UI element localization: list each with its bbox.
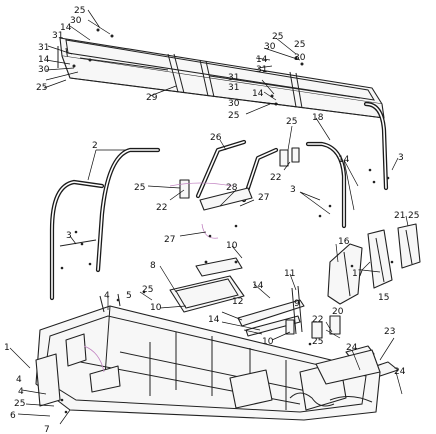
callout-25: 25 bbox=[286, 117, 297, 127]
callout-10: 10 bbox=[150, 303, 162, 313]
seat-brackets-right bbox=[327, 223, 421, 305]
callout-14: 14 bbox=[338, 155, 350, 165]
callout-22: 22 bbox=[270, 173, 281, 183]
callout-25: 25 bbox=[14, 399, 25, 409]
callout-15: 15 bbox=[378, 293, 389, 303]
seat-frame-8 bbox=[169, 257, 245, 313]
callout-2: 2 bbox=[92, 141, 98, 151]
callout-4: 4 bbox=[104, 291, 110, 301]
callout-3: 3 bbox=[290, 185, 296, 195]
callout-31: 31 bbox=[256, 65, 267, 75]
callout-25: 25 bbox=[294, 40, 305, 50]
callout-27: 27 bbox=[164, 235, 175, 245]
callout-23: 23 bbox=[384, 327, 395, 337]
side-rails bbox=[237, 285, 341, 339]
callout-14: 14 bbox=[60, 23, 72, 33]
callout-20: 20 bbox=[332, 307, 344, 317]
callout-1: 1 bbox=[4, 343, 10, 353]
callout-31: 31 bbox=[228, 83, 239, 93]
callout-30: 30 bbox=[70, 16, 82, 26]
callout-27: 27 bbox=[258, 193, 269, 203]
crossbar-26 bbox=[169, 139, 300, 239]
callout-7: 7 bbox=[44, 425, 50, 434]
callout-28: 28 bbox=[226, 183, 238, 193]
hardware bbox=[60, 168, 390, 414]
callout-3: 3 bbox=[398, 153, 404, 163]
leader-lines bbox=[9, 9, 409, 425]
callout-25: 25 bbox=[312, 337, 323, 347]
callout-4: 4 bbox=[16, 375, 22, 385]
callout-25: 25 bbox=[36, 83, 47, 93]
callout-14: 14 bbox=[38, 55, 50, 65]
callout-25: 25 bbox=[228, 111, 239, 121]
callout-25: 25 bbox=[272, 32, 283, 42]
callout-30: 30 bbox=[264, 42, 276, 52]
callout-21: 21 bbox=[394, 211, 405, 221]
callout-24: 24 bbox=[346, 343, 358, 353]
callout-14: 14 bbox=[208, 315, 220, 325]
callout-25: 25 bbox=[408, 211, 419, 221]
callout-12: 12 bbox=[232, 297, 243, 307]
callout-10: 10 bbox=[226, 241, 238, 251]
callout-4: 4 bbox=[18, 387, 24, 397]
roof-rack-frame bbox=[57, 28, 385, 119]
callout-31: 31 bbox=[52, 31, 63, 41]
callout-24: 24 bbox=[394, 367, 406, 377]
callout-10: 10 bbox=[262, 337, 274, 347]
callout-25: 25 bbox=[74, 6, 85, 16]
callout-3: 3 bbox=[66, 231, 72, 241]
callout-31: 31 bbox=[38, 43, 49, 53]
callout-14: 14 bbox=[252, 281, 264, 291]
callouts: 25 30 14 31 25 30 31 14 30 25 25 30 14 3… bbox=[4, 6, 419, 434]
callout-11: 11 bbox=[284, 269, 295, 279]
callout-6: 6 bbox=[10, 411, 16, 421]
callout-9: 9 bbox=[294, 299, 300, 309]
main-chassis bbox=[35, 293, 381, 421]
callout-14: 14 bbox=[256, 55, 268, 65]
roll-bar-right bbox=[305, 101, 389, 229]
callout-25: 25 bbox=[134, 183, 145, 193]
callout-30: 30 bbox=[228, 99, 240, 109]
callout-17: 17 bbox=[352, 269, 363, 279]
callout-26: 26 bbox=[210, 133, 222, 143]
callout-18: 18 bbox=[312, 113, 324, 123]
callout-16: 16 bbox=[338, 237, 350, 247]
callout-5: 5 bbox=[126, 291, 132, 301]
callout-25: 25 bbox=[142, 285, 153, 295]
callout-22: 22 bbox=[312, 315, 323, 325]
callout-30: 30 bbox=[294, 53, 306, 63]
callout-14: 14 bbox=[252, 89, 264, 99]
callout-8: 8 bbox=[150, 261, 156, 271]
callout-22: 22 bbox=[156, 203, 167, 213]
callout-30: 30 bbox=[38, 65, 50, 75]
callout-29: 29 bbox=[146, 93, 158, 103]
callout-31: 31 bbox=[228, 73, 239, 83]
roll-bar-left bbox=[49, 147, 161, 301]
